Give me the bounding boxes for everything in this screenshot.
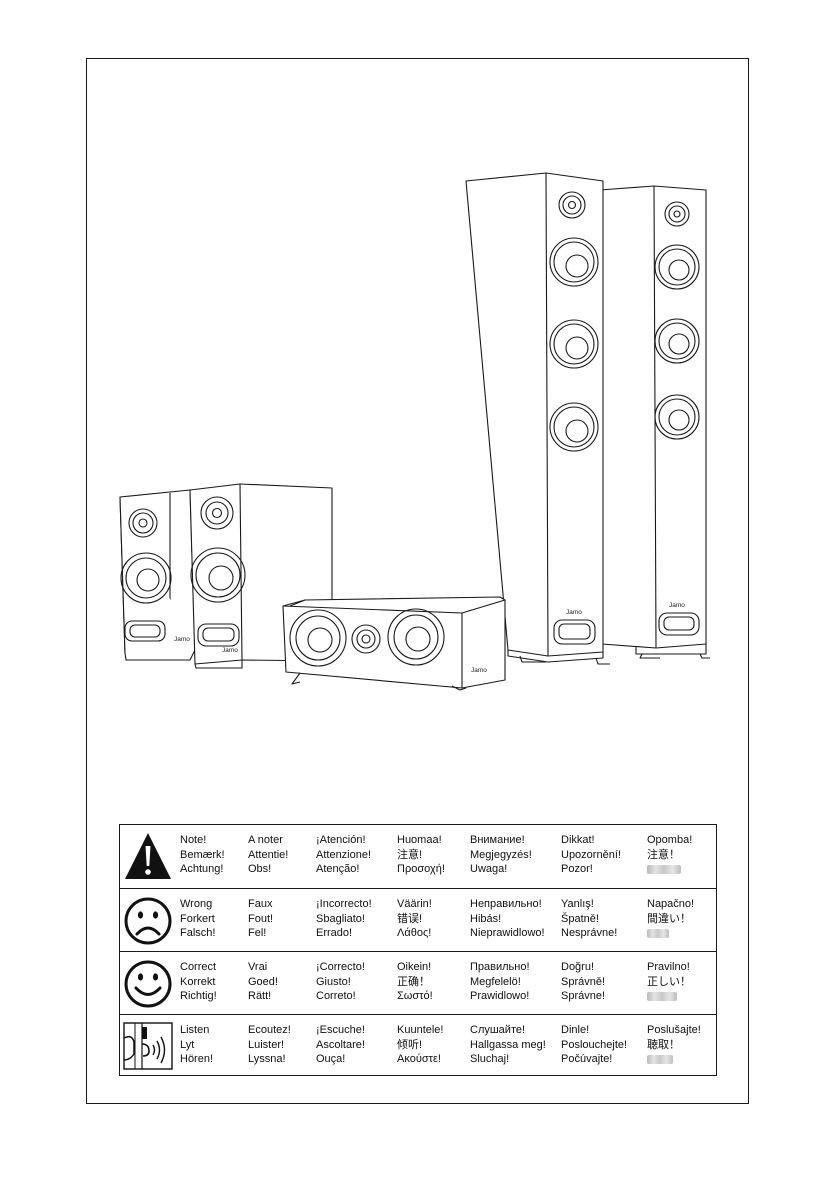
illegible-script-smear — [647, 992, 677, 1001]
legend-cell: ¡Atención!Attenzione!Atenção! — [316, 834, 372, 875]
bookshelf-speaker-left — [119, 489, 196, 661]
floorstanding-speaker-back — [599, 185, 710, 659]
legend-cell: ¡Escuche!Ascoltare!Ouça! — [316, 1024, 365, 1065]
warning-triangle-icon — [125, 833, 171, 879]
legend-cell: Doğru!Správně!Správne! — [561, 961, 606, 1002]
floorstanding-speaker-front — [465, 172, 610, 665]
listening-head-icon — [123, 1022, 173, 1070]
legend-cell: Dinle!Poslouchejte!Počúvajte! — [561, 1024, 628, 1065]
center-speaker — [282, 596, 506, 691]
illegible-script-smear — [647, 929, 669, 938]
legend-cell: Pravilno!正しい！ — [647, 960, 691, 1001]
legend-cell: Слушайте!Hallgassa meg!Sluchaj! — [470, 1024, 546, 1065]
brand-badge: Jamo — [566, 609, 582, 616]
legend-cell: Dikkat!Upozornění!Pozor! — [561, 834, 621, 875]
happy-face-icon — [124, 960, 172, 1008]
legend-cell: ¡Correcto!Giusto!Correto! — [316, 961, 365, 1002]
legend-cell: Yanlış!Špatně!Nesprávne! — [561, 898, 618, 939]
legend-cell: Kuuntele!倾听!Ακούστε! — [397, 1024, 444, 1065]
illegible-script-smear — [647, 1055, 673, 1064]
legend-cell: Неправильно!Hibás!Nieprawidlowo! — [470, 898, 545, 939]
legend-cell: Huomaa!注意!Προσοχή! — [397, 834, 445, 875]
brand-badge: Jamo — [471, 667, 487, 674]
legend-cell: Oikein!正确！Σωστό! — [397, 961, 433, 1002]
legend-cell: Väärin!错误!Λάθος! — [397, 898, 432, 939]
legend-cell: Opomba!注意！ — [647, 833, 692, 874]
illegible-script-smear — [647, 865, 681, 874]
brand-badge: Jamo — [174, 636, 190, 643]
legend-cell: Правильно!Megfelelö!Prawidlowo! — [470, 961, 530, 1002]
brand-badge: Jamo — [669, 602, 685, 609]
legend-cell: ¡Incorrecto!Sbagliato!Errado! — [316, 898, 372, 939]
legend-cell: Poslušajte!聴取！ — [647, 1023, 701, 1064]
speaker-illustration: Jamo Jamo Jamo Jamo Jamo — [119, 172, 710, 691]
sad-face-icon — [124, 897, 172, 945]
legend-cell: Ecoutez!Luister!Lyssna! — [248, 1024, 291, 1065]
legend-cell: Note!Bemærk!Achtung! — [180, 834, 225, 875]
legend-cell: Napačno!間違い！ — [647, 897, 694, 938]
brand-badge: Jamo — [222, 647, 238, 654]
legend-cell: Внимание!Megjegyzés!Uwaga! — [470, 834, 532, 875]
page-frame — [86, 58, 749, 1104]
